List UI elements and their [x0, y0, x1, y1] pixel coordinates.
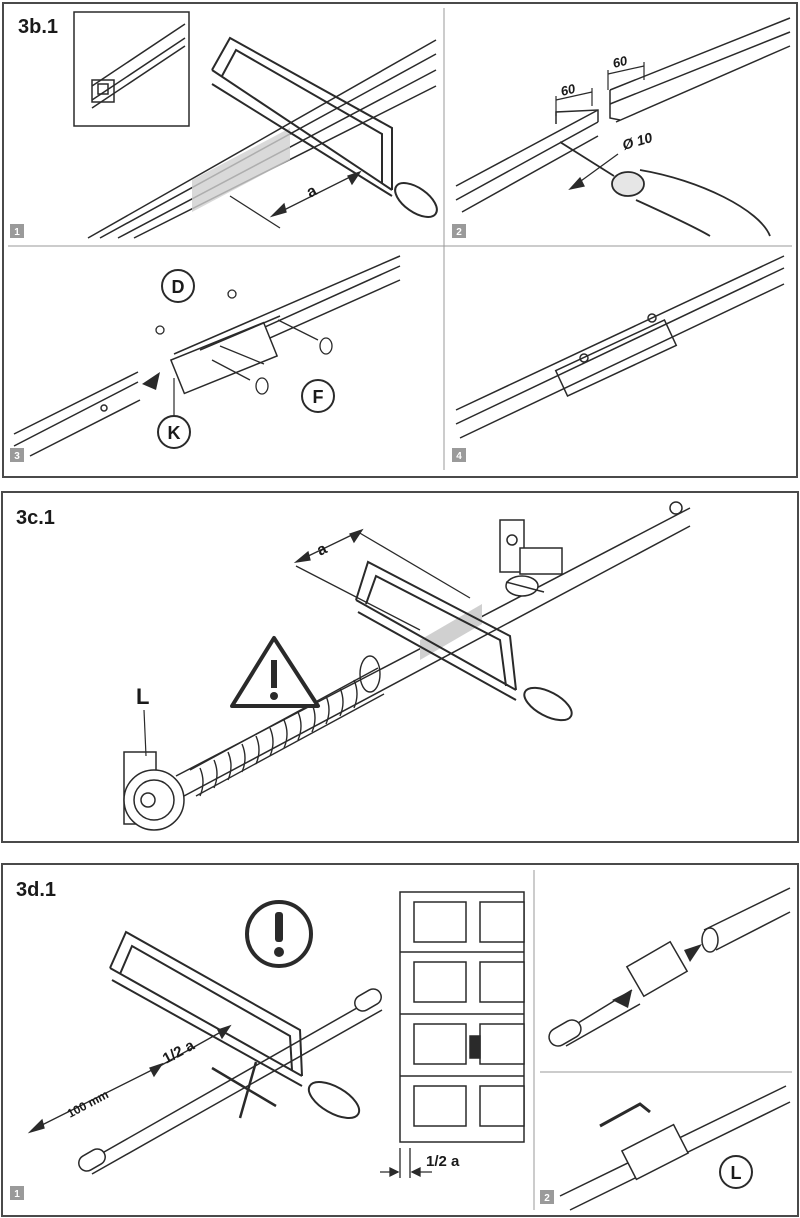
hacksaw-sub1	[211, 36, 438, 218]
panel-3c-frame	[1, 491, 799, 843]
dimension-a-label-3c: a	[314, 540, 330, 559]
insert-arrow-icon	[142, 372, 160, 390]
step-badge-3: 3	[14, 451, 20, 462]
diameter-leader	[568, 153, 619, 191]
rail-right-sub3	[169, 255, 401, 395]
hacksaw-3c	[355, 560, 573, 722]
diameter-label: Ø 10	[620, 129, 654, 153]
panel-3c-title: 3c.1	[16, 507, 55, 529]
hacksaw-3d	[109, 930, 361, 1119]
dimension-60-right-label: 60	[611, 53, 629, 71]
step-badge-1-bg	[10, 224, 24, 238]
rail-sub2	[455, 17, 791, 213]
end-bracket-3c	[499, 501, 683, 597]
callout-circles-sub3	[157, 269, 335, 449]
label-l-3c: L	[136, 684, 149, 709]
panel-3d-title: 3d.1	[16, 879, 56, 901]
dimension-60-left	[555, 88, 593, 116]
step-badge-3-bg	[10, 448, 24, 462]
cut-zone-3c	[420, 604, 482, 660]
dimension-100mm-label: 100 mm	[65, 1087, 111, 1120]
step-badge-3d-1-bg	[10, 1186, 24, 1200]
warning-triangle-icon	[230, 636, 320, 708]
inset-rail-detail	[73, 11, 190, 127]
step-badge-2: 2	[456, 227, 462, 238]
step-badge-3d-2-bg	[540, 1190, 554, 1204]
dimension-60-right	[607, 62, 645, 90]
coupling-assembly-top	[548, 887, 791, 1047]
step-badge-3d-1: 1	[14, 1189, 20, 1200]
label-l-leader-3c	[143, 709, 147, 757]
callout-f: F	[313, 387, 324, 407]
spring-bracket-3c	[123, 751, 185, 831]
drill-sub2	[559, 141, 771, 237]
step-badge-4: 4	[456, 451, 462, 462]
rail-joined-sub4	[455, 255, 785, 439]
step-badge-3d-2: 2	[544, 1193, 550, 1204]
bolts-sub3	[155, 289, 333, 395]
dimension-a-sub1	[229, 170, 362, 229]
garage-door	[399, 891, 525, 1143]
dimension-100mm	[27, 1024, 232, 1134]
callout-d: D	[172, 277, 185, 297]
wrong-cut-cross-icon	[211, 1061, 277, 1119]
label-l-3d: L	[731, 1163, 742, 1183]
door-half-a-dimension	[380, 1148, 432, 1178]
shaft-3d	[78, 988, 383, 1175]
rail-left-sub3	[13, 371, 141, 457]
insert-arrow-right-icon	[684, 944, 702, 962]
step-badge-1: 1	[14, 227, 20, 238]
dimension-a-3c	[293, 528, 471, 631]
exclamation-circle-icon	[245, 900, 313, 968]
cut-zone-highlight	[192, 128, 290, 212]
panel-3b-title: 3b.1	[18, 16, 59, 38]
spring-3c	[189, 655, 385, 797]
insert-arrow-left-icon	[612, 990, 632, 1008]
callout-l-3d	[719, 1155, 753, 1189]
coupling-assembly-bottom	[559, 1085, 791, 1211]
door-half-a-label: 1/2 a	[426, 1153, 460, 1170]
callout-k: K	[168, 423, 181, 443]
dimension-60-left-label: 60	[559, 81, 577, 99]
step-badge-2-bg	[452, 224, 466, 238]
step-badge-4-bg	[452, 448, 466, 462]
panel-3d-frame	[1, 863, 799, 1217]
half-a-label: 1/2 a	[160, 1037, 198, 1068]
